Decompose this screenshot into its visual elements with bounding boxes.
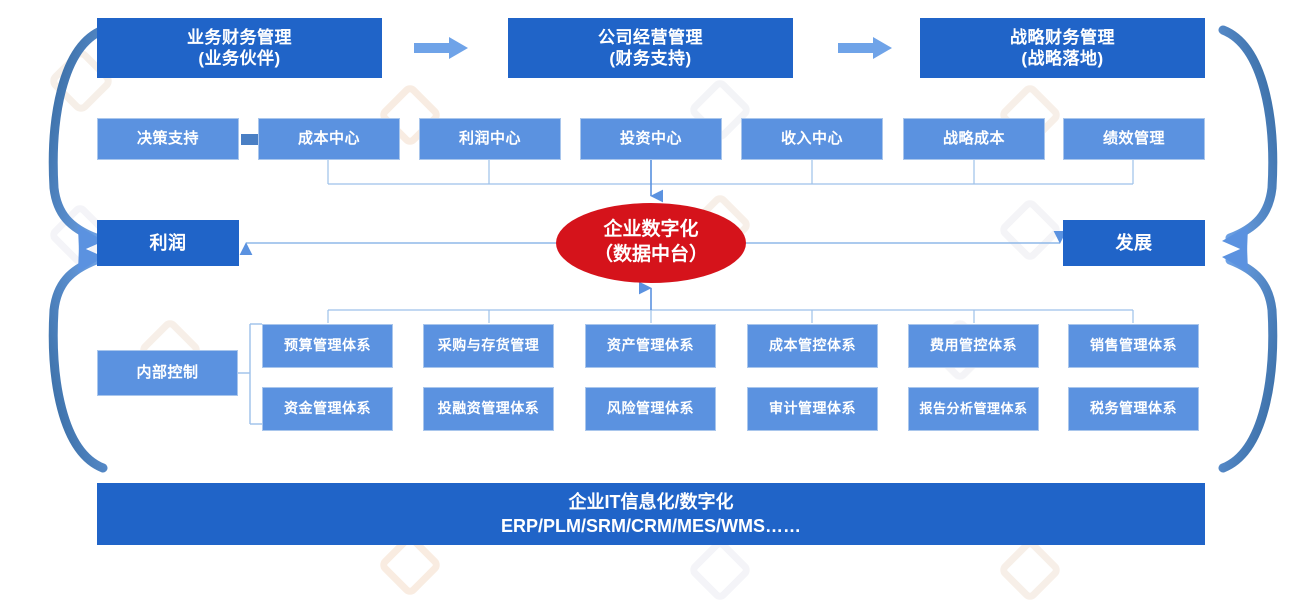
center-box-decision-support[interactable]: 决策支持 bbox=[97, 118, 239, 160]
top-box-strategic-finance[interactable]: 战略财务管理(战略落地) bbox=[920, 18, 1205, 78]
system-box-asset-management-label: 资产管理体系 bbox=[607, 337, 694, 354]
system-box-cost-control-label: 成本管控体系 bbox=[769, 337, 856, 354]
center-box-investment-center[interactable]: 投资中心 bbox=[580, 118, 722, 160]
system-box-audit-management[interactable]: 审计管理体系 bbox=[747, 387, 878, 431]
footer-banner-line2: ERP/PLM/SRM/CRM/MES/WMS…… bbox=[501, 516, 801, 536]
center-box-revenue-center-label: 收入中心 bbox=[780, 129, 843, 147]
kpi-box-development[interactable]: 发展 bbox=[1063, 220, 1205, 266]
system-box-asset-management[interactable]: 资产管理体系 bbox=[585, 324, 716, 368]
center-box-cost-center-label: 成本中心 bbox=[297, 129, 360, 147]
center-box-strategic-cost[interactable]: 战略成本 bbox=[903, 118, 1045, 160]
system-box-investment-financing-label: 投融资管理体系 bbox=[437, 400, 540, 417]
system-box-fund-management[interactable]: 资金管理体系 bbox=[262, 387, 393, 431]
upper-bus bbox=[327, 158, 1134, 185]
system-box-expense-control-label: 费用管控体系 bbox=[930, 337, 1017, 354]
arrow-right-2 bbox=[838, 37, 892, 59]
system-box-investment-financing[interactable]: 投融资管理体系 bbox=[423, 387, 554, 431]
center-box-profit-center[interactable]: 利润中心 bbox=[419, 118, 561, 160]
internal-control-label: 内部控制 bbox=[136, 363, 199, 381]
arc-right-top bbox=[1218, 25, 1278, 252]
system-box-report-analysis[interactable]: 报告分析管理体系 bbox=[908, 387, 1039, 431]
hub-text: 企业数字化（数据中台） bbox=[593, 219, 708, 265]
arc-right-bottom bbox=[1218, 246, 1278, 473]
system-box-tax-management-label: 税务管理体系 bbox=[1090, 400, 1177, 417]
system-box-expense-control[interactable]: 费用管控体系 bbox=[908, 324, 1039, 368]
system-box-budget-management-label: 预算管理体系 bbox=[284, 337, 371, 354]
kpi-box-profit-label: 利润 bbox=[149, 232, 187, 253]
center-box-performance-management-label: 绩效管理 bbox=[1102, 129, 1165, 147]
system-box-sales-management-label: 销售管理体系 bbox=[1090, 337, 1177, 354]
system-box-risk-management-label: 风险管理体系 bbox=[607, 400, 694, 417]
center-box-performance-management[interactable]: 绩效管理 bbox=[1063, 118, 1205, 160]
system-box-procurement-inventory-label: 采购与存货管理 bbox=[437, 337, 540, 354]
system-box-risk-management[interactable]: 风险管理体系 bbox=[585, 387, 716, 431]
system-box-fund-management-label: 资金管理体系 bbox=[284, 400, 371, 417]
system-box-audit-management-label: 审计管理体系 bbox=[769, 400, 856, 417]
center-box-profit-center-label: 利润中心 bbox=[458, 129, 521, 147]
center-box-revenue-center[interactable]: 收入中心 bbox=[741, 118, 883, 160]
kpi-box-profit[interactable]: 利润 bbox=[97, 220, 239, 266]
footer-banner-line1: 企业IT信息化/数字化 bbox=[568, 491, 734, 512]
center-box-strategic-cost-label: 战略成本 bbox=[942, 129, 1005, 147]
system-box-tax-management[interactable]: 税务管理体系 bbox=[1068, 387, 1199, 431]
internal-control-box[interactable]: 内部控制 bbox=[97, 350, 238, 396]
hub-enterprise-digitalization[interactable]: 企业数字化（数据中台） bbox=[556, 203, 746, 283]
kpi-box-development-label: 发展 bbox=[1115, 232, 1153, 253]
top-box-business-finance-text: 业务财务管理(业务伙伴) bbox=[187, 27, 292, 68]
system-box-report-analysis-label: 报告分析管理体系 bbox=[919, 400, 1028, 416]
footer-banner-it-digitalization[interactable]: 企业IT信息化/数字化 ERP/PLM/SRM/CRM/MES/WMS…… bbox=[97, 483, 1205, 545]
internal-control-bracket bbox=[238, 323, 262, 425]
lower-bus bbox=[327, 309, 1134, 323]
system-box-cost-control[interactable]: 成本管控体系 bbox=[747, 324, 878, 368]
system-box-procurement-inventory[interactable]: 采购与存货管理 bbox=[423, 324, 554, 368]
center-box-investment-center-label: 投资中心 bbox=[619, 129, 682, 147]
top-box-company-operation[interactable]: 公司经营管理(财务支持) bbox=[508, 18, 793, 78]
top-box-strategic-finance-text: 战略财务管理(战略落地) bbox=[1010, 27, 1115, 68]
system-box-budget-management[interactable]: 预算管理体系 bbox=[262, 324, 393, 368]
center-box-decision-support-label: 决策支持 bbox=[136, 129, 199, 147]
top-box-company-operation-text: 公司经营管理(财务支持) bbox=[598, 27, 703, 68]
system-box-sales-management[interactable]: 销售管理体系 bbox=[1068, 324, 1199, 368]
arrow-right-1 bbox=[414, 37, 468, 59]
top-box-business-finance[interactable]: 业务财务管理(业务伙伴) bbox=[97, 18, 382, 78]
center-box-cost-center[interactable]: 成本中心 bbox=[258, 118, 400, 160]
